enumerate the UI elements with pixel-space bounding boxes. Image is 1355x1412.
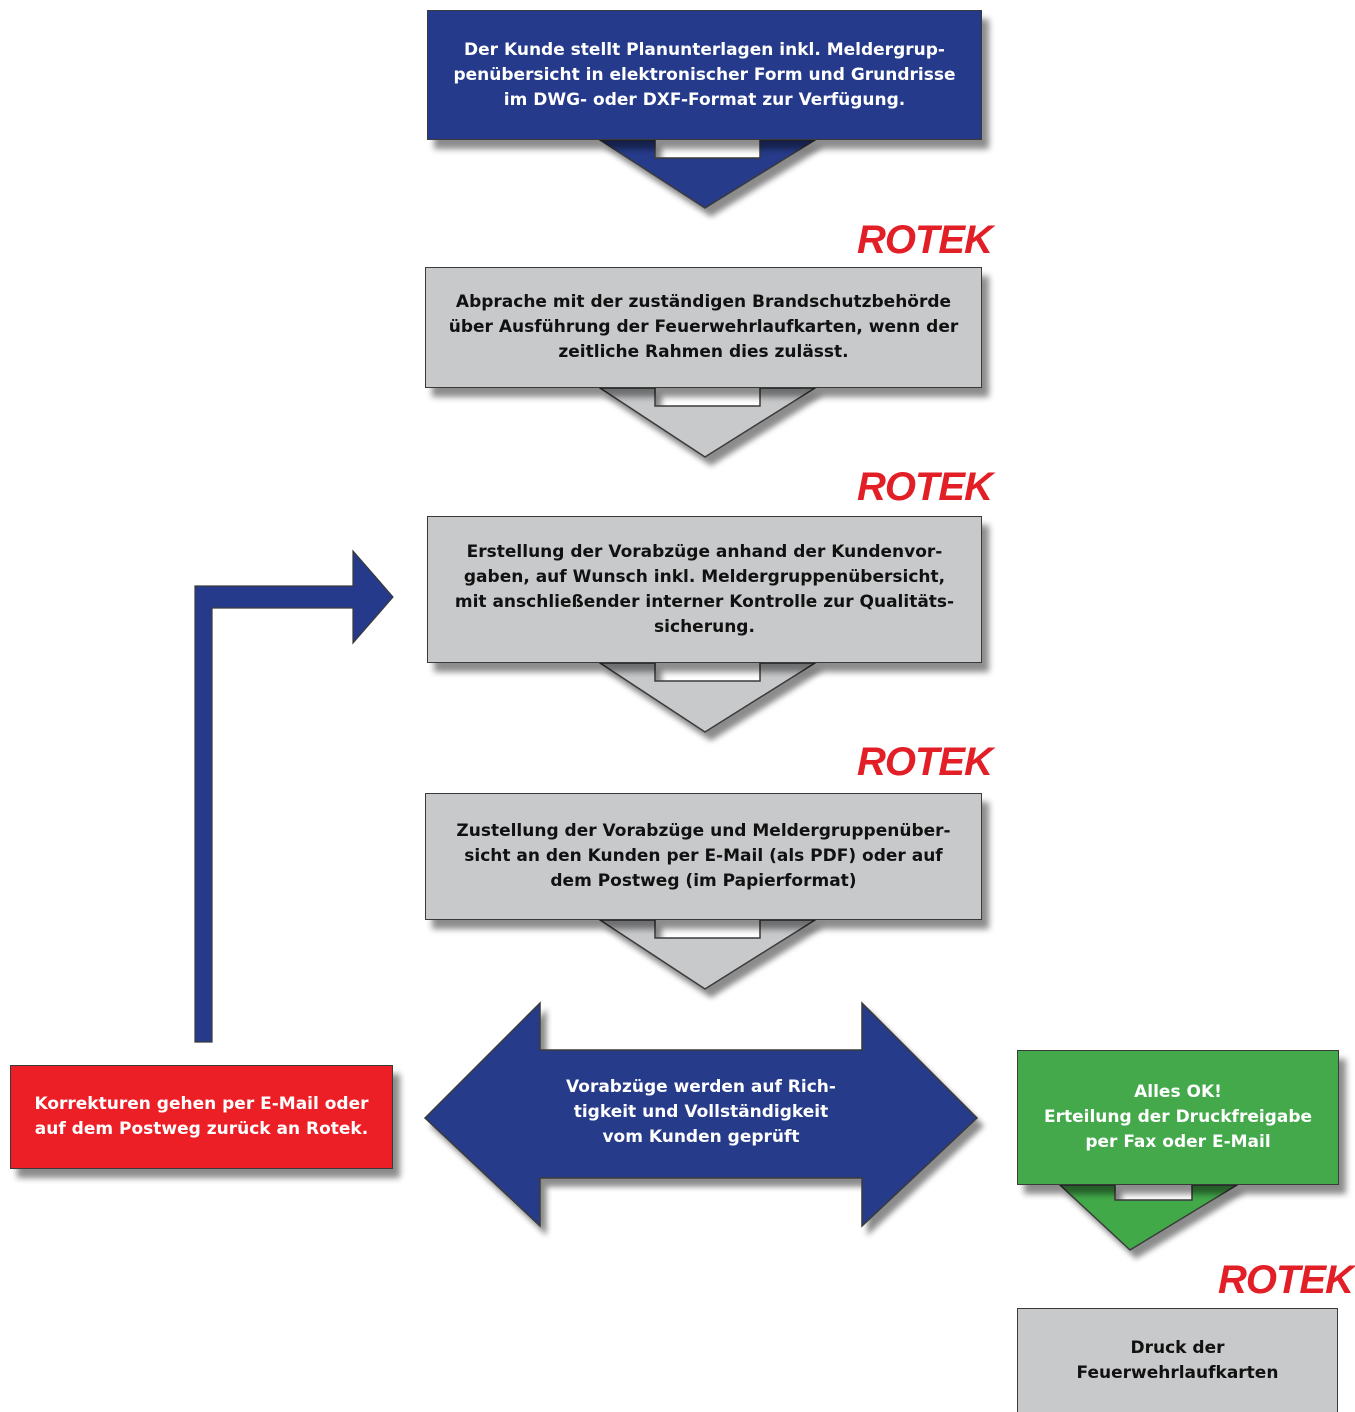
down-arrow-2 [597, 387, 818, 458]
step-corrections-text: Korrekturen gehen per E-Mail oder auf de… [34, 1094, 369, 1139]
down-arrow-1 [597, 139, 818, 209]
step-deliver-drafts: Zustellung der Vorabzüge und Meldergrupp… [425, 793, 982, 920]
step-customer-provides: Der Kunde stellt Planunterlagen inkl. Me… [427, 10, 982, 140]
step-customer-review-text: Vorabzüge werden auf Rich- tigkeit und V… [566, 1077, 836, 1147]
step-consult-authority: Abprache mit der zuständigen Brandschutz… [425, 267, 982, 388]
step-customer-provides-text: Der Kunde stellt Planunterlagen inkl. Me… [453, 39, 956, 110]
rotek-logo-2: ROTEK [857, 465, 993, 509]
review-double-arrow [423, 1001, 979, 1228]
feedback-loop-arrow [194, 549, 394, 1043]
step-print: Druck der Feuerwehrlaufkarten [1017, 1308, 1338, 1412]
down-arrow-green [1058, 1184, 1240, 1251]
step-create-drafts: Erstellung der Vorabzüge anhand der Kund… [427, 516, 982, 663]
down-arrow-3 [597, 662, 818, 733]
rotek-logo-1: ROTEK [857, 218, 993, 262]
rotek-logo-3: ROTEK [857, 740, 993, 784]
step-approval: Alles OK! Erteilung der Druckfreigabe pe… [1017, 1050, 1339, 1185]
step-approval-text: Alles OK! Erteilung der Druckfreigabe pe… [1043, 1082, 1313, 1152]
step-corrections: Korrekturen gehen per E-Mail oder auf de… [10, 1065, 393, 1169]
step-create-drafts-text: Erstellung der Vorabzüge anhand der Kund… [454, 541, 955, 637]
step-deliver-drafts-text: Zustellung der Vorabzüge und Meldergrupp… [456, 821, 951, 891]
rotek-logo-4: ROTEK [1218, 1258, 1354, 1302]
step-print-text: Druck der Feuerwehrlaufkarten [1076, 1337, 1279, 1383]
down-arrow-4 [597, 919, 818, 990]
step-consult-authority-text: Abprache mit der zuständigen Brandschutz… [448, 292, 959, 362]
